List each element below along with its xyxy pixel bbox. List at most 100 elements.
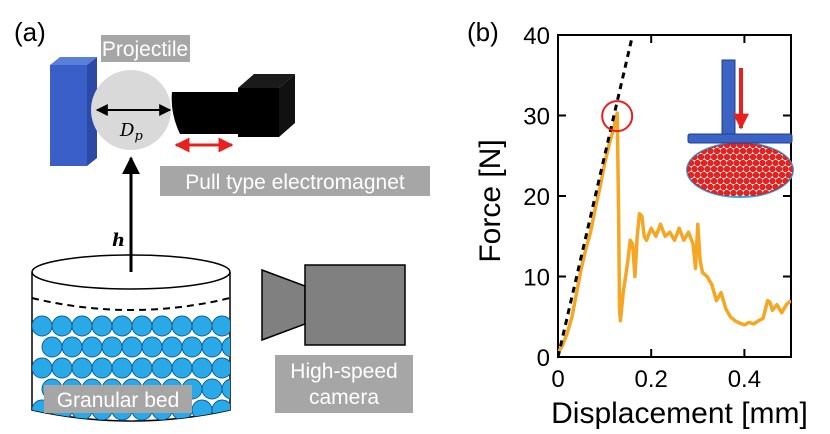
bead	[221, 378, 230, 400]
inset-bead	[762, 153, 770, 161]
inset-bead	[726, 159, 734, 167]
bead	[91, 315, 113, 337]
inset-bead	[687, 177, 692, 185]
inset-bead	[743, 153, 750, 161]
bead	[51, 315, 73, 337]
inset-bead	[775, 165, 783, 173]
bead	[121, 336, 143, 358]
diameter-symbol: Dp	[119, 120, 143, 144]
bead	[91, 357, 113, 379]
inset-bead	[756, 153, 763, 161]
high-speed-camera-icon	[261, 264, 406, 346]
inset-bead	[739, 183, 747, 191]
panel-a-label: (a)	[14, 17, 46, 47]
x-tick-label: 0.2	[635, 366, 668, 393]
inset-bead	[723, 153, 731, 161]
inset-bead	[752, 159, 760, 167]
chart-series	[558, 35, 791, 357]
bead	[211, 399, 230, 421]
inset-bead	[713, 147, 721, 155]
y-axis-title: Force [N]	[474, 139, 507, 262]
inset-bead	[749, 153, 757, 161]
inset-bead	[707, 147, 714, 155]
bead	[111, 357, 133, 379]
inset-bead	[710, 165, 718, 173]
inset-bead	[726, 147, 734, 155]
x-tick-label: 0	[551, 366, 564, 393]
bead	[71, 357, 93, 379]
inset-bead	[775, 153, 783, 161]
granular-beads	[32, 315, 252, 421]
inset-bead	[772, 159, 779, 167]
inset-bead	[739, 147, 747, 155]
bead	[51, 357, 73, 379]
inset-bead	[720, 147, 727, 155]
inset-bead	[697, 177, 705, 185]
inset-bead	[756, 165, 763, 173]
inset-bead	[759, 171, 766, 179]
inset-bead	[739, 171, 747, 179]
inset-bead	[720, 159, 727, 167]
y-tick-label: 20	[523, 184, 550, 211]
inset-bead	[769, 177, 776, 185]
inset-bead	[713, 171, 721, 179]
inset-bead	[713, 159, 721, 167]
bead	[201, 420, 223, 421]
inset-bead	[775, 177, 783, 185]
chart-annotations	[601, 100, 634, 133]
inset-bead	[743, 165, 750, 173]
peak-marker-circle	[601, 100, 634, 133]
bead	[61, 336, 83, 358]
camera-label-box: High-speed camera	[275, 355, 413, 413]
inset-bead	[765, 183, 773, 191]
bead	[221, 420, 230, 421]
bead	[101, 420, 123, 421]
projectile-label-box: Projectile	[101, 35, 190, 62]
bead	[61, 420, 83, 421]
electromagnet-label: Pull type electromagnet	[185, 171, 405, 194]
bead	[121, 420, 143, 421]
inset-bead	[736, 165, 744, 173]
inset-bead	[726, 171, 734, 179]
bead	[141, 420, 163, 421]
inset-bead	[691, 189, 698, 197]
bead	[232, 358, 252, 378]
y-tick-label: 10	[523, 265, 550, 292]
camera-label-line2: camera	[309, 386, 379, 409]
bed-surface-line	[31, 297, 231, 311]
inset-bead	[710, 153, 718, 161]
y-tick-label: 30	[523, 104, 550, 131]
granular-bed-label-box: Granular bed	[44, 385, 192, 413]
inset-bead	[736, 177, 744, 185]
inset-bead	[772, 183, 779, 191]
inset-bead	[778, 171, 786, 179]
bead	[232, 400, 252, 420]
inset-bead	[720, 183, 727, 191]
bead	[32, 357, 53, 379]
inset-bead	[752, 171, 760, 179]
inset-bead	[733, 171, 740, 179]
granular-bed-label: Granular bed	[57, 389, 180, 412]
projectile-label: Projectile	[102, 38, 188, 61]
bead	[81, 336, 103, 358]
bead	[101, 336, 123, 358]
x-tick-label: 0.4	[728, 366, 761, 393]
bead	[161, 336, 183, 358]
series-line-elastic-fit	[558, 35, 635, 357]
bead	[131, 315, 153, 337]
bead	[41, 420, 63, 421]
inset-bead	[739, 159, 747, 167]
inset-bead	[687, 165, 692, 173]
inset-bead	[791, 183, 793, 191]
panel-a: (a) Projectile Dp Pull type electromagne…	[14, 17, 430, 422]
bead	[181, 336, 203, 358]
inset-bead	[736, 189, 744, 197]
inset-bead	[720, 171, 727, 179]
bead	[191, 357, 213, 379]
inset-bead	[762, 165, 770, 173]
inset-bead	[733, 159, 740, 167]
bead	[191, 315, 213, 337]
inset-bead	[749, 177, 757, 185]
inset-bead	[756, 177, 763, 185]
inset-bead	[687, 171, 695, 179]
